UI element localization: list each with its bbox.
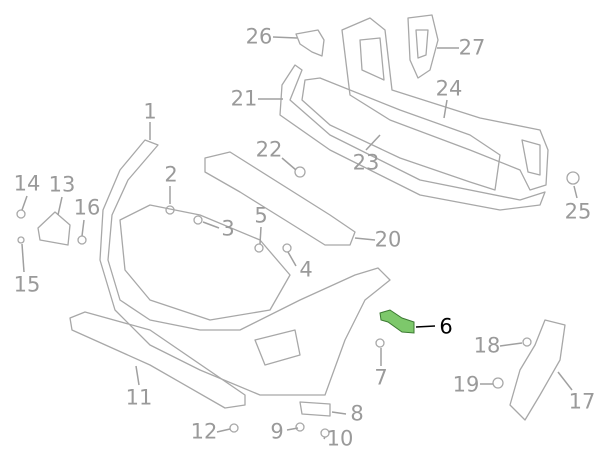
callout-7[interactable]: 7 xyxy=(374,365,388,390)
callout-10[interactable]: 10 xyxy=(326,426,354,449)
callout-16[interactable]: 16 xyxy=(73,195,101,220)
callout-5[interactable]: 5 xyxy=(254,203,268,228)
part-27[interactable] xyxy=(407,14,439,79)
callout-27[interactable]: 27 xyxy=(458,35,486,60)
callout-1[interactable]: 1 xyxy=(143,99,157,124)
callout-25[interactable]: 25 xyxy=(564,199,592,224)
leader-lines xyxy=(21,36,578,440)
callout-23[interactable]: 23 xyxy=(352,150,380,175)
callout-18[interactable]: 18 xyxy=(473,333,501,358)
part-13[interactable] xyxy=(37,211,71,246)
part-8[interactable] xyxy=(299,401,331,417)
callout-2[interactable]: 2 xyxy=(164,162,178,187)
callout-12[interactable]: 12 xyxy=(190,419,218,444)
callout-26[interactable]: 26 xyxy=(245,24,273,49)
callout-3[interactable]: 3 xyxy=(221,216,235,241)
callout-15[interactable]: 15 xyxy=(13,272,41,297)
callout-8[interactable]: 8 xyxy=(350,401,364,426)
part-6-highlighted[interactable] xyxy=(379,309,415,334)
callout-19[interactable]: 19 xyxy=(452,372,480,397)
callout-14[interactable]: 14 xyxy=(13,171,41,196)
part-20[interactable] xyxy=(204,151,356,246)
part-1[interactable] xyxy=(99,139,391,396)
callout-22[interactable]: 22 xyxy=(255,137,283,162)
part-17[interactable] xyxy=(509,319,566,421)
callout-20[interactable]: 20 xyxy=(374,227,402,252)
callout-9[interactable]: 9 xyxy=(270,419,284,444)
fasteners xyxy=(16,166,580,438)
callout-24[interactable]: 24 xyxy=(435,76,463,101)
callout-11[interactable]: 11 xyxy=(125,385,153,410)
part-24[interactable] xyxy=(341,17,549,191)
callout-17[interactable]: 17 xyxy=(568,389,596,414)
callout-21[interactable]: 21 xyxy=(230,86,258,111)
part-23[interactable] xyxy=(301,77,501,191)
callout-6[interactable]: 6 xyxy=(439,314,453,339)
part-21[interactable] xyxy=(279,64,546,211)
callout-4[interactable]: 4 xyxy=(299,257,313,282)
part-26[interactable] xyxy=(295,29,325,57)
part-11[interactable] xyxy=(69,311,246,409)
callout-13[interactable]: 13 xyxy=(48,172,76,197)
